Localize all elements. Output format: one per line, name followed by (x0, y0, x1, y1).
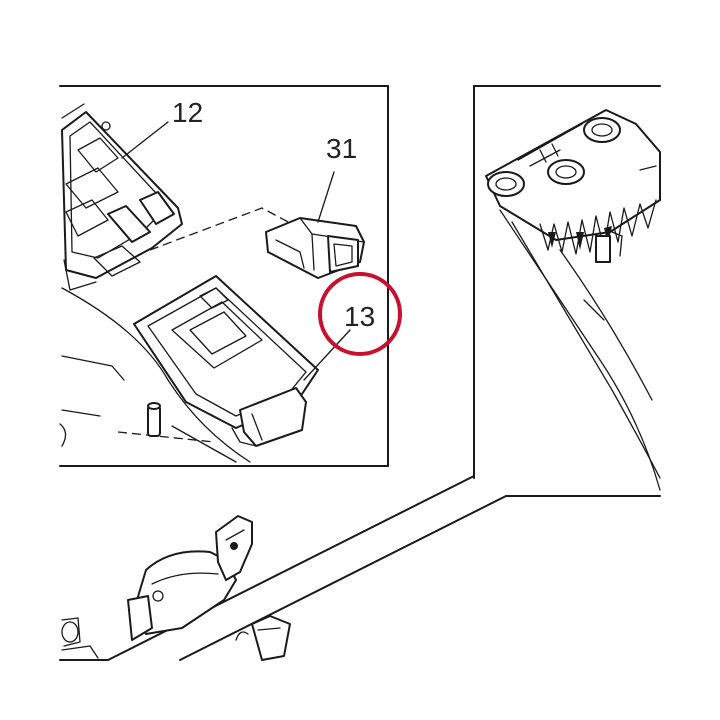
part-31-connector (265, 217, 365, 279)
detail-box-left (59, 85, 389, 467)
part-12-holder (61, 103, 183, 291)
assembly-dashed-line (149, 207, 293, 251)
highlight-circle-13 (318, 272, 402, 356)
leader-line-12 (121, 121, 169, 159)
detail-box-right (473, 85, 661, 479)
machine-body-outline-right (499, 209, 661, 491)
part-housing-right (485, 109, 661, 263)
callout-13: 13 (344, 301, 375, 332)
callout-12: 12 (172, 97, 203, 128)
leader-line-13 (303, 329, 351, 381)
part-13-cover (133, 275, 319, 447)
callout-31: 31 (326, 133, 357, 164)
machine-body-outline-left (59, 287, 251, 463)
leader-line-31 (317, 171, 335, 223)
machine-lower-fragment (61, 515, 291, 661)
